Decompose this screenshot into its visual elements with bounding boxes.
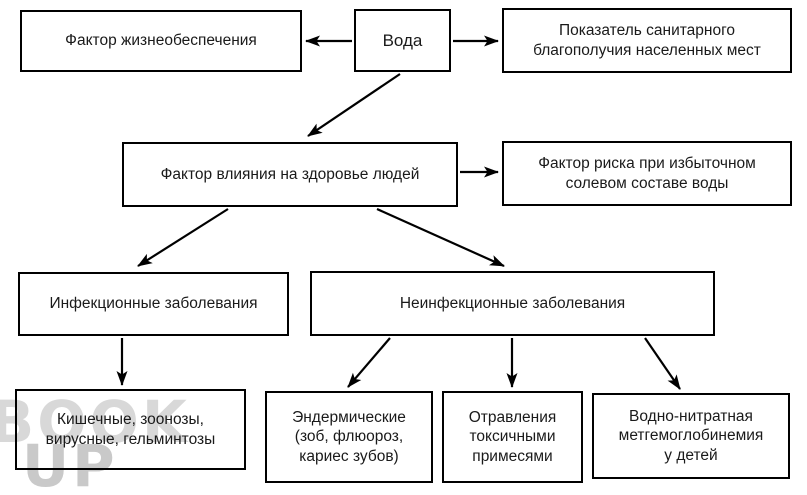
node-toxic-poisoning: Отравления токсичными примесями (442, 391, 583, 483)
node-endemic-diseases-label: Эндермические (зоб, флюороз, кариес зубо… (292, 408, 406, 465)
node-health-influence-factor: Фактор влияния на здоровье людей (122, 142, 458, 207)
node-nitrate-methemoglobinemia: Водно-нитратная метгемоглобинемия у дете… (592, 393, 790, 479)
node-endemic-diseases: Эндермические (зоб, флюороз, кариес зубо… (265, 391, 433, 483)
node-water: Вода (354, 9, 451, 72)
node-sanitary-indicator: Показатель санитарного благополучия насе… (502, 8, 792, 73)
node-water-label: Вода (382, 30, 423, 50)
node-noninfectious-diseases-label: Неинфекционные заболевания (399, 294, 626, 312)
watermark-text-book: BOOK (0, 388, 190, 456)
node-life-support-factor: Фактор жизнеобеспечения (20, 10, 302, 72)
node-salt-risk-factor: Фактор риска при избыточном солевом сост… (502, 141, 792, 206)
node-infectious-diseases: Инфекционные заболевания (18, 272, 289, 336)
node-salt-risk-label: Фактор риска при избыточном солевом сост… (538, 155, 756, 192)
node-sanitary-indicator-label: Показатель санитарного благополучия насе… (533, 22, 761, 59)
watermark-text-up: UP (22, 432, 118, 495)
node-nitrate-methemoglobinemia-label: Водно-нитратная метгемоглобинемия у дете… (618, 407, 764, 464)
node-life-support-label: Фактор жизнеобеспечения (65, 32, 257, 50)
node-infectious-diseases-label: Инфекционные заболевания (49, 295, 258, 313)
node-noninfectious-diseases: Неинфекционные заболевания (310, 271, 715, 336)
node-health-influence-label: Фактор влияния на здоровье людей (160, 165, 420, 183)
node-intestinal-zoonoses-label: Кишечные, зоонозы, вирусные, гельминтозы (45, 411, 216, 448)
node-toxic-poisoning-label: Отравления токсичными примесями (468, 408, 557, 465)
node-intestinal-zoonoses: Кишечные, зоонозы, вирусные, гельминтозы (15, 389, 246, 470)
